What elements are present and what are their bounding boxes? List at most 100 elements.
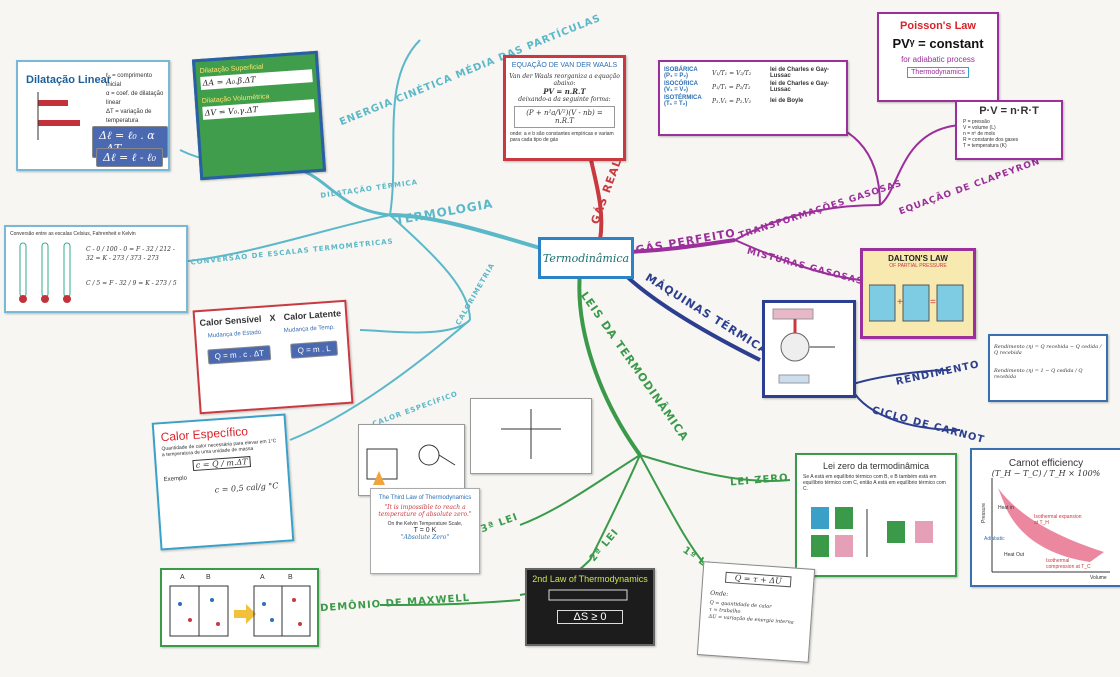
central-topic[interactable]: Termodinâmica [538, 237, 634, 279]
carnot-label-iso-exp: Isothermal expansion at T_H [1034, 514, 1082, 526]
poisson-tag: Thermodynamics [907, 67, 969, 78]
formula-annotation-sketch [501, 409, 561, 459]
rendimento-f2: Rendimento (η) = 1 − Q cedida / Q recebi… [994, 368, 1083, 380]
dalton-title: DALTON'S LAW [888, 254, 948, 263]
formula-sketch[interactable] [470, 398, 592, 474]
rendimento-card[interactable]: Rendimento (η) = Q recebida − Q cedida /… [988, 334, 1108, 402]
lei-zero-card[interactable]: Lei zero da termodinâmica Se A está em e… [795, 453, 957, 577]
poisson-formula: PVᵞ = constant [892, 36, 984, 51]
row2-name: ISOCÓRICA [664, 81, 699, 87]
row2-cond: (V₁ = V₂) [664, 87, 688, 93]
equilibrium-beakers-icon [811, 507, 933, 557]
carnot-label-iso-comp: Isothermal compression at T_C [1046, 558, 1091, 570]
third-law-quote: "It is impossible to reach a temperature… [378, 504, 472, 518]
pv-item-5: T = temperatura (K) [963, 143, 1007, 149]
transformacoes-card[interactable]: ISOBÁRICA(P₁ = P₂) V₁/T₁ = V₂/T₂ lei de … [658, 60, 848, 136]
dalton-subtitle: OF PARTIAL PRESSURE [889, 263, 947, 269]
vdw-title: EQUAÇÃO DE VAN DER WAALS [511, 62, 618, 69]
third-law-title: The Third Law of Thermodynamics [378, 495, 472, 501]
pv-item-1: P = pressão [963, 119, 990, 125]
row3-cond: (T₁ = T₂) [664, 101, 688, 107]
maxwell-demon-card[interactable]: A B A B [160, 568, 319, 647]
maxwell-b2: B [288, 574, 293, 581]
formula-delta-l: Δℓ = ℓ - ℓ₀ [96, 148, 164, 167]
vdw-line2: PV = n.R.T [543, 87, 586, 96]
pv-item-3: n = nº de mols [963, 131, 995, 137]
row2-law: lei de Charles e Gay-Lussac [770, 81, 830, 93]
calor-esp-result: c = 0,5 cal/g °C [214, 481, 279, 495]
calor-x: X [269, 312, 276, 324]
pv-formula: P·V = n·R·T [979, 105, 1039, 117]
bar-diagram [37, 92, 80, 140]
gas-jars-icon: + = [869, 284, 964, 322]
row3-eq: P₁.V₁ = P₂.V₂ [712, 97, 752, 105]
pv-nrt-card[interactable]: P·V = n·R·T P = pressão V = volume (L) n… [955, 100, 1063, 160]
first-law-formula: Q = τ + ΔU [724, 571, 792, 588]
legend-alpha: α = coef. de dilatação linear [106, 91, 164, 106]
maxwell-a2: A [260, 574, 265, 581]
van-der-waals-card[interactable]: EQUAÇÃO DE VAN DER WAALS Van der Waals r… [503, 55, 626, 161]
legend-dt: ΔT = variação de temperatura [106, 109, 152, 124]
escalas-card[interactable]: Conversão entre as escalas Celsius, Fahr… [4, 225, 188, 313]
calor-s2: Mudança de Temp. [283, 324, 335, 335]
row3-law: lei de Boyle [770, 98, 804, 104]
carnot-ylabel: Pressure [981, 502, 988, 524]
second-law-formula: ΔS ≥ 0 [557, 610, 623, 624]
svg-text:=: = [930, 297, 936, 308]
dilatacao-superficial-card[interactable]: Dilatação Superficial ΔA = A₀.β.ΔT Dilat… [191, 50, 327, 181]
burner-experiment-icon [366, 444, 456, 485]
calor-sensivel-title: Calor Sensível [199, 313, 262, 329]
calor-especifico-card[interactable]: Calor Específico Quantidade de calor nec… [151, 413, 295, 551]
row1-name: ISOBÁRICA [664, 67, 698, 73]
maquina-termica-card[interactable] [762, 300, 856, 398]
vdw-line3: deixando-a da seguinte forma: [518, 96, 611, 103]
second-law-title: 2nd Law of Thermodynamics [532, 574, 648, 584]
dilatacao-linear-card[interactable]: Dilatação Linear ℓ₀ = comprimento inicia… [16, 60, 170, 171]
row2-eq: P₁/T₁ = P₂/T₂ [712, 83, 751, 91]
calor-esp-example: Exemplo [163, 475, 188, 484]
formula-sensivel: Q = m . c . ΔT [207, 345, 272, 365]
row1-law: lei de Charles e Gay-Lussac [770, 67, 830, 79]
formula-latente: Q = m . L [290, 340, 339, 359]
calor-esp-formula: c = Q / m.ΔT [192, 456, 252, 472]
poisson-card[interactable]: Poisson's Law PVᵞ = constant for adiabat… [877, 12, 999, 102]
carnot-cycle-diagram [991, 478, 1110, 573]
maxwell-a1: A [180, 574, 185, 581]
second-law-card[interactable]: 2nd Law of Thermodynamics ΔS ≥ 0 [525, 568, 655, 646]
rendimento-f1: Rendimento (η) = Q recebida − Q cedida /… [994, 344, 1102, 356]
escalas-eq2: C / 5 = F - 32 / 9 = K - 273 / 5 [86, 280, 177, 287]
lei-zero-title: Lei zero da termodinâmica [822, 461, 930, 471]
carnot-title: Carnot efficiency [1008, 458, 1084, 469]
vdw-line1: Van der Waals reorganiza a equação abaix… [509, 73, 620, 87]
poisson-title: Poisson's Law [900, 20, 976, 32]
carnot-label-heat-out: Heat Out [1004, 552, 1025, 558]
first-law-card[interactable]: Q = τ + ΔU Onde: Q = quantidade de calor… [696, 561, 816, 663]
row3-name: ISOTÉRMICA [664, 95, 702, 101]
maxwell-boxes-icon [169, 585, 311, 637]
dalton-card[interactable]: DALTON'S LAW OF PARTIAL PRESSURE + = [860, 248, 976, 339]
experiment-sketch[interactable] [358, 424, 465, 496]
vdw-note: onde: a e b são constantes empíricas e v… [510, 131, 614, 143]
chalk-diagram [548, 589, 628, 601]
pv-item-4: R = constante dos gases [963, 137, 1019, 143]
pv-item-2: V = volume (L) [963, 125, 996, 131]
svg-text:+: + [897, 297, 903, 308]
maxwell-b1: B [206, 574, 211, 581]
calor-s1: Mudança de Estado [207, 329, 262, 340]
third-law-scale: On the Kelvin Temperature Scale, [387, 521, 463, 527]
poisson-sub: for adiabatic process [901, 55, 975, 64]
central-topic-label: Termodinâmica [542, 251, 630, 265]
calor-sensivel-latente-card[interactable]: Calor Sensível X Calor Latente Mudança d… [192, 299, 354, 415]
third-law-az: "Absolute Zero" [400, 534, 450, 541]
legend-l0: ℓ₀ = comprimento inicial [106, 73, 152, 88]
calor-latente-title: Calor Latente [283, 308, 342, 323]
lei-zero-text: Se A está em equilíbrio térmico com B, e… [803, 474, 946, 492]
carnot-card[interactable]: Carnot efficiency (T_H − T_C) / T_H × 10… [970, 448, 1120, 587]
carnot-formula: (T_H − T_C) / T_H × 100% [991, 469, 1101, 478]
third-law-card[interactable]: The Third Law of Thermodynamics "It is i… [370, 488, 480, 574]
escalas-eq1: C - 0 / 100 - 0 = F - 32 / 212 - 32 = K … [86, 246, 175, 262]
dilatacao-title: Dilatação Linear [26, 74, 111, 86]
third-law-tk: T = 0 K [413, 527, 437, 534]
vdw-formula: (P + n²a/V²)(V - nb) = n.R.T [514, 106, 615, 128]
carnot-label-adiabatic: Adiabatic [984, 536, 1005, 542]
